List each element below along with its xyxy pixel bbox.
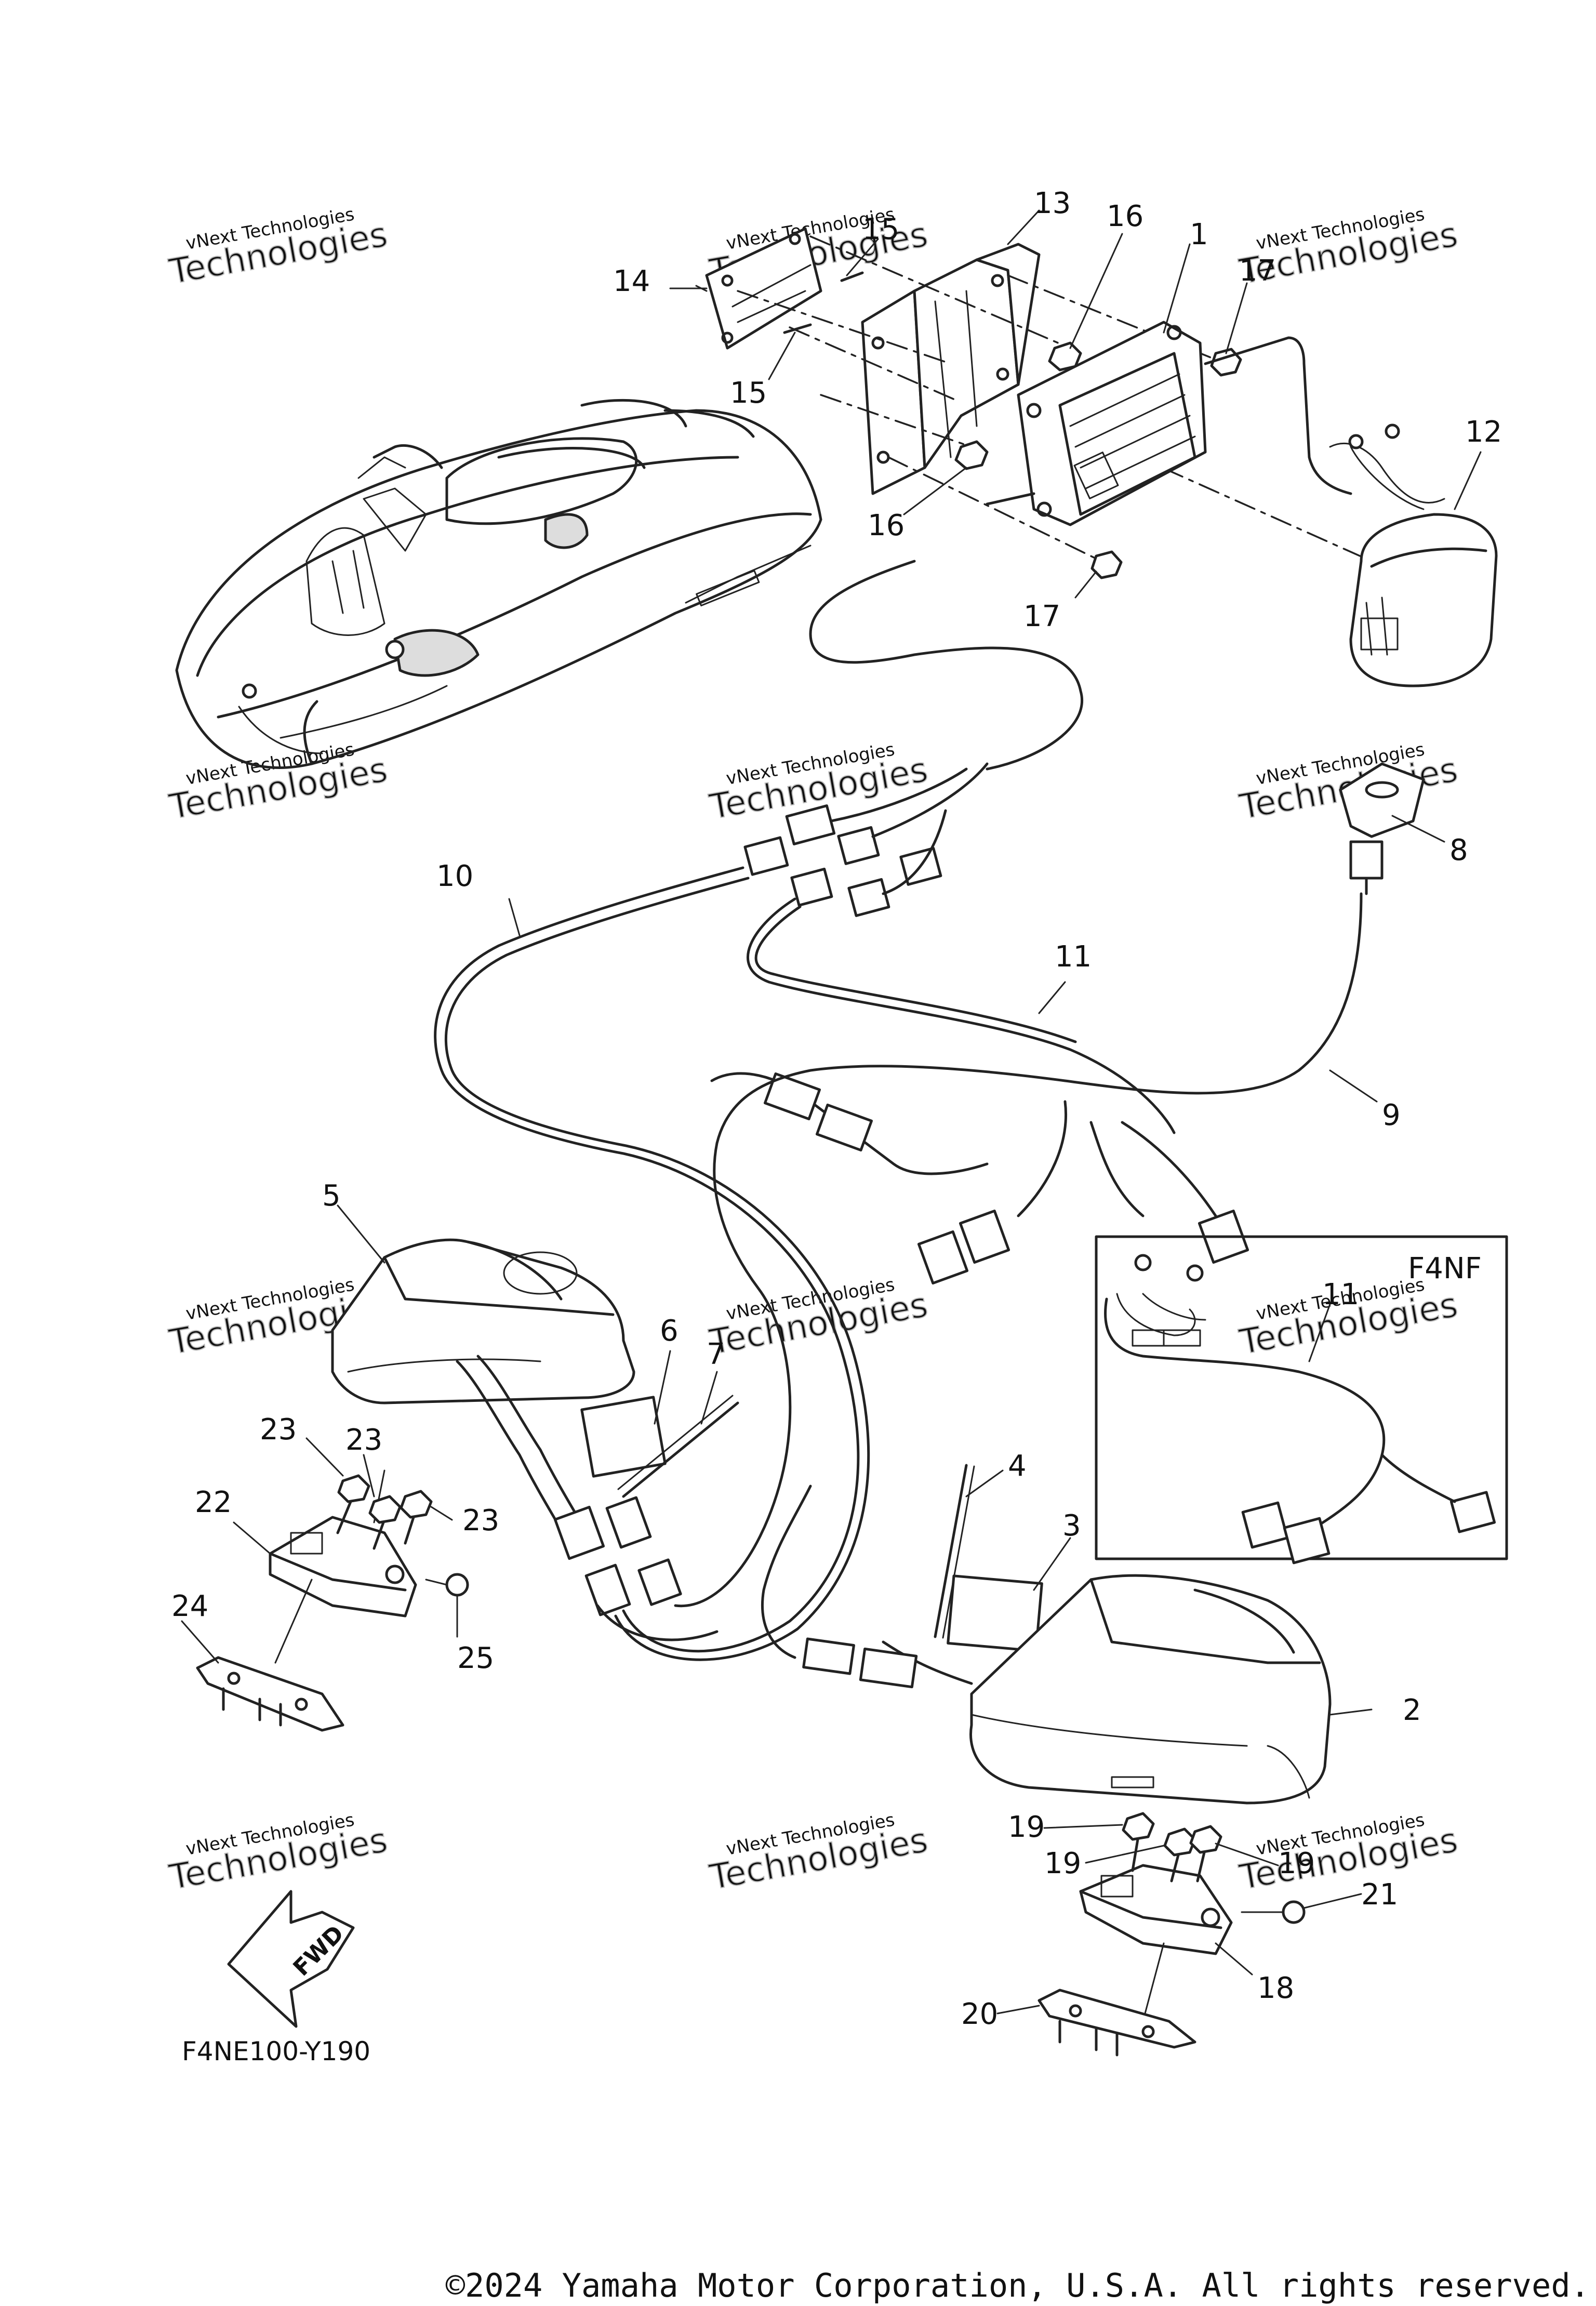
- callout-22: 22: [195, 1486, 232, 1519]
- bracket-22: [269, 1469, 417, 1664]
- screw-19: [1122, 1812, 1155, 1872]
- inset-f4nf: [1095, 1235, 1508, 1565]
- nut-25: [425, 1573, 469, 1597]
- watermark: vNext Technologies Technologies: [165, 204, 391, 293]
- callout-1: 1: [1190, 218, 1208, 251]
- watermark: vNext Technologies Technologies: [165, 739, 391, 828]
- callout-16a: 16: [1107, 200, 1143, 233]
- plate-14: [705, 227, 822, 350]
- callout-23a: 23: [260, 1413, 297, 1447]
- callout-3: 3: [1062, 1509, 1081, 1543]
- ecu-1: [809, 321, 1445, 771]
- copyright: ©2024 Yamaha Motor Corporation, U.S.A. A…: [446, 2267, 1590, 2304]
- plate-20: [1038, 1989, 1196, 2057]
- callout-15a: 15: [862, 213, 899, 246]
- sticker-3: [947, 1574, 1043, 1652]
- callouts: 1 2 3 4 5 6 7 8 9 10 11 12 13 14 15 15 1…: [171, 187, 1502, 2031]
- callout-8: 8: [1449, 833, 1468, 867]
- switch-8: [1339, 762, 1425, 895]
- callout-20: 20: [961, 1997, 998, 2031]
- callout-12: 12: [1465, 415, 1502, 449]
- callout-2: 2: [1403, 1693, 1421, 1727]
- harness-9: [674, 892, 1363, 1608]
- bracket-18: [1079, 1864, 1233, 2022]
- sticker-6: [580, 1396, 667, 1478]
- callout-16b: 16: [868, 509, 905, 542]
- callout-17b: 17: [1023, 600, 1060, 633]
- screw-23: [400, 1490, 433, 1545]
- plate-24: [196, 1656, 344, 1732]
- inset-title: F4NF: [1408, 1252, 1482, 1285]
- callout-11: 11: [1055, 940, 1092, 974]
- callout-17a: 17: [1239, 254, 1276, 288]
- watercraft-illustration: [175, 399, 822, 769]
- callout-21: 21: [1361, 1878, 1398, 1912]
- watermark: vNext Technologies Technologies: [706, 1274, 931, 1363]
- callout-7: 7: [707, 1337, 725, 1371]
- callout-13: 13: [1034, 187, 1071, 220]
- case-12: [1349, 513, 1498, 687]
- callout-9: 9: [1382, 1098, 1401, 1132]
- callout-6: 6: [660, 1314, 679, 1348]
- inset-callout-11: 11: [1322, 1278, 1359, 1311]
- callout-24: 24: [171, 1589, 208, 1623]
- leader-lines: [181, 209, 1482, 2015]
- display-2: [761, 1485, 1332, 1805]
- harness-10: [434, 836, 870, 1661]
- callout-4: 4: [1008, 1449, 1027, 1483]
- display-5: [331, 1238, 719, 1641]
- screw-19: [1163, 1827, 1196, 1883]
- callout-15b: 15: [730, 376, 767, 410]
- harness-11: [710, 762, 1249, 1285]
- callout-18: 18: [1257, 1971, 1294, 2005]
- callout-5: 5: [322, 1179, 341, 1213]
- screw-19: [1189, 1825, 1222, 1883]
- callout-19a: 19: [1008, 1810, 1045, 1844]
- callout-14: 14: [613, 264, 650, 298]
- watermark: vNext Technologies Technologies: [1235, 1809, 1461, 1898]
- figure-code: F4NE100-Y190: [182, 2036, 370, 2066]
- callout-19b: 19: [1044, 1847, 1081, 1880]
- screw-23: [336, 1474, 370, 1534]
- callout-10: 10: [436, 859, 473, 893]
- callout-23b: 23: [345, 1423, 382, 1457]
- watermark: vNext Technologies Technologies: [165, 1809, 391, 1898]
- callout-25: 25: [457, 1641, 494, 1675]
- tie-7: [617, 1395, 739, 1498]
- fastener-16-lower: [954, 440, 989, 470]
- line-drawing: [175, 209, 1508, 2057]
- bracket-13: [861, 243, 1041, 495]
- nut-21: [1241, 1900, 1306, 1924]
- fastener-17-lower: [1090, 550, 1123, 579]
- callout-23c: 23: [462, 1504, 499, 1538]
- screw-23: [368, 1495, 402, 1550]
- watermark: vNext Technologies Technologies: [706, 1809, 931, 1898]
- bolts-15: [783, 271, 864, 334]
- fwd-arrow-icon: [227, 1890, 355, 2028]
- callout-19c: 19: [1278, 1847, 1315, 1880]
